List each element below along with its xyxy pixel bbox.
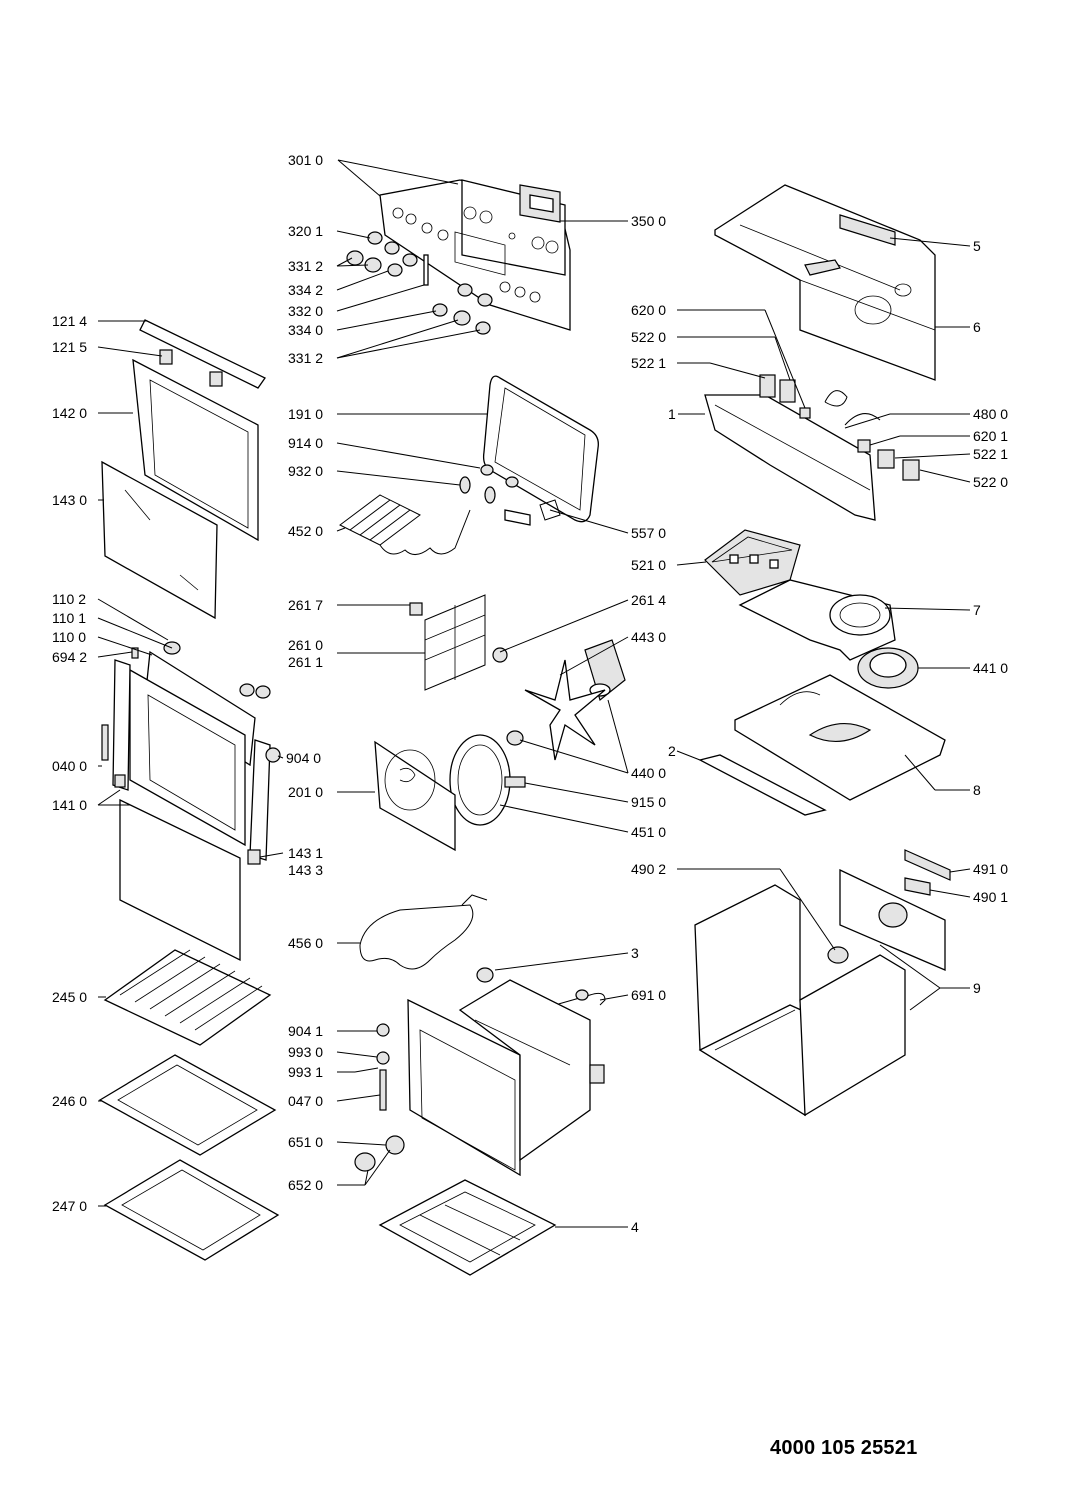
part-label: 993 0 [288, 1044, 323, 1060]
bottom-heater [359, 894, 494, 983]
baking-tray-246 [98, 1054, 277, 1156]
part-label: 480 0 [973, 406, 1008, 422]
part-label: 143 1 [288, 845, 323, 861]
part-label: 047 0 [288, 1093, 323, 1109]
part-label: 993 1 [288, 1064, 323, 1080]
control-module [704, 529, 801, 596]
baking-tray-247 [103, 1159, 280, 1261]
grill-element [339, 464, 561, 555]
document-number: 4000 105 25521 [770, 1437, 918, 1459]
inner-door [101, 641, 281, 962]
back-panel [374, 740, 456, 852]
part-label: 320 1 [288, 223, 323, 239]
part-label: 620 1 [973, 428, 1008, 444]
door-gasket [482, 375, 599, 523]
part-label: 9 [973, 980, 981, 996]
part-label: 143 3 [288, 862, 323, 878]
part-label: 914 0 [288, 435, 323, 451]
part-label: 201 0 [288, 784, 323, 800]
part-label: 332 0 [288, 303, 323, 319]
part-label: 110 2 [52, 591, 86, 607]
part-label: 932 0 [288, 463, 323, 479]
part-label: 142 0 [52, 405, 87, 421]
part-label: 110 1 [52, 610, 86, 626]
part-label: 1 [668, 406, 676, 422]
electrical-bracket [704, 374, 920, 521]
display-module [519, 184, 561, 223]
part-label: 904 1 [288, 1023, 323, 1039]
part-label: 110 0 [52, 629, 86, 645]
part-label: 915 0 [631, 794, 666, 810]
part-label: 452 0 [288, 523, 323, 539]
part-label: 490 1 [973, 889, 1008, 905]
part-label: 040 0 [52, 758, 87, 774]
part-label: 490 2 [631, 861, 666, 877]
part-label: 3 [631, 945, 639, 961]
part-label: 141 0 [52, 797, 87, 813]
part-label: 4 [631, 1219, 639, 1235]
part-label: 440 0 [631, 765, 666, 781]
part-label: 191 0 [288, 406, 323, 422]
part-label: 522 1 [631, 355, 666, 371]
part-label: 441 0 [973, 660, 1008, 676]
part-label: 247 0 [52, 1198, 87, 1214]
convection-fan [524, 639, 626, 761]
part-label: 651 0 [288, 1134, 323, 1150]
part-label: 301 0 [288, 152, 323, 168]
part-label: 331 2 [288, 258, 323, 274]
part-label: 5 [973, 238, 981, 254]
circular-heater [449, 730, 526, 826]
back-insulation [698, 674, 946, 816]
top-cover [714, 184, 936, 381]
part-label: 7 [973, 602, 981, 618]
fan-motor-441 [857, 647, 919, 689]
part-label: 451 0 [631, 824, 666, 840]
part-label: 443 0 [631, 629, 666, 645]
shelf-supports [409, 594, 508, 691]
part-label: 143 0 [52, 492, 87, 508]
part-labels: 301 0 350 0 320 1 331 2 334 2 332 0 334 … [52, 152, 1008, 1235]
part-label: 557 0 [631, 525, 666, 541]
part-label: 331 2 [288, 350, 323, 366]
oven-cavity [407, 979, 605, 1177]
control-knobs [346, 231, 493, 335]
part-label: 522 0 [973, 474, 1008, 490]
cavity-bottom-plate [378, 1179, 557, 1276]
fan-cover-7 [738, 579, 896, 661]
part-label: 522 0 [631, 329, 666, 345]
part-label: 261 7 [288, 597, 323, 613]
part-label: 904 0 [286, 750, 321, 766]
part-label: 334 0 [288, 322, 323, 338]
lamp-bracket [554, 989, 606, 1006]
part-label: 121 5 [52, 339, 87, 355]
part-label: 652 0 [288, 1177, 323, 1193]
part-label: 491 0 [973, 861, 1008, 877]
leader-lines [97, 159, 971, 1228]
part-label: 6 [973, 319, 981, 335]
part-label: 246 0 [52, 1093, 87, 1109]
part-label: 691 0 [631, 987, 666, 1003]
part-label: 456 0 [288, 935, 323, 951]
part-label: 245 0 [52, 989, 87, 1005]
part-label: 261 0 [288, 637, 323, 653]
part-label: 694 2 [52, 649, 87, 665]
part-label: 522 1 [973, 446, 1008, 462]
oven-rack [103, 949, 272, 1046]
part-label: 2 [668, 743, 676, 759]
part-label: 620 0 [631, 302, 666, 318]
part-label: 261 4 [631, 592, 666, 608]
part-label: 521 0 [631, 557, 666, 573]
part-label: 261 1 [288, 654, 323, 670]
door-glass-panels [101, 319, 266, 620]
part-label: 350 0 [631, 213, 666, 229]
part-label: 121 4 [52, 313, 87, 329]
part-label: 8 [973, 782, 981, 798]
outer-casing [694, 849, 951, 1117]
part-label: 334 2 [288, 282, 323, 298]
